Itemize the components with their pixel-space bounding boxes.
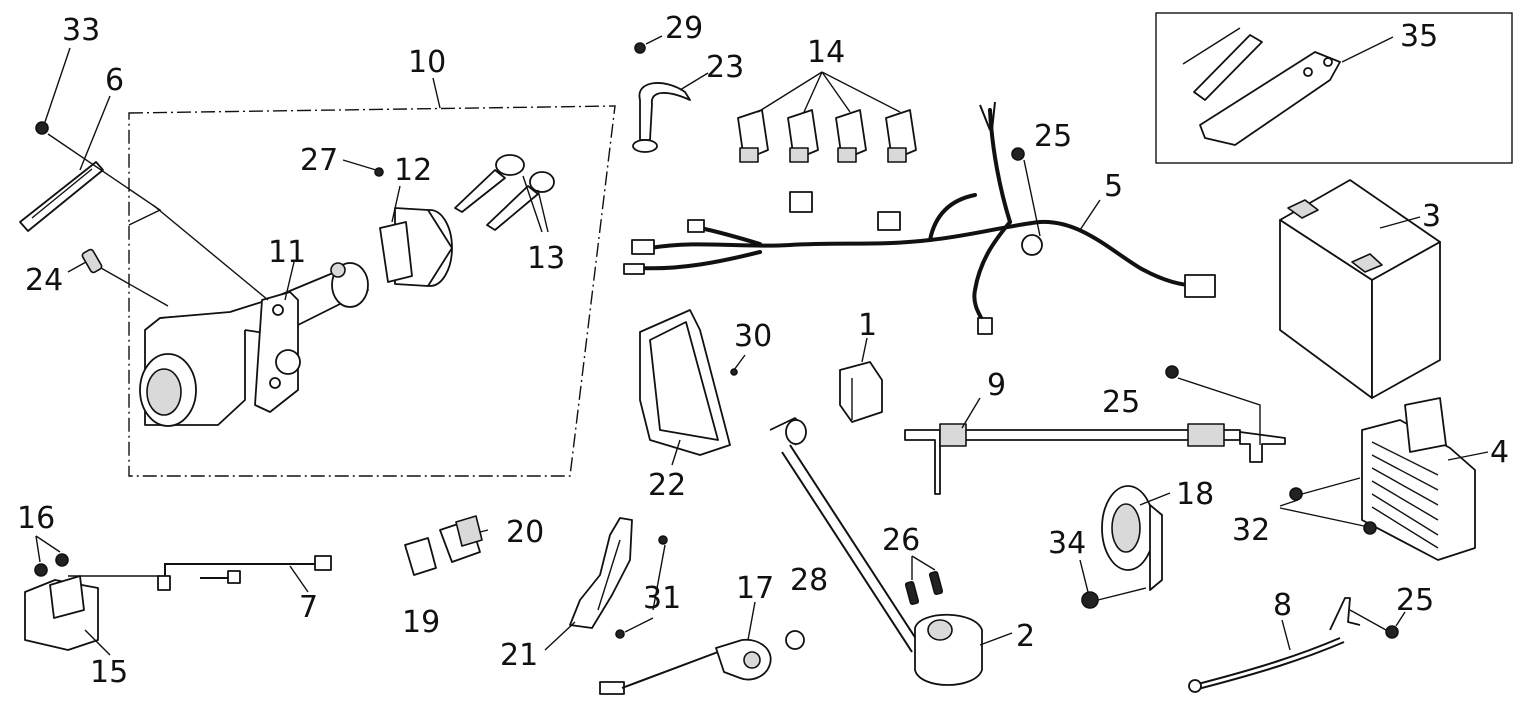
part-26-bolts [904,555,944,606]
ignition-switch-group-frame [128,77,616,477]
label-30: 30 [734,319,772,354]
part-23-hose [632,35,709,153]
label-20: 20 [506,515,544,550]
part-32-bolts [1279,477,1377,535]
part-5-wiring-harness [623,101,1216,335]
part-24-bolt [67,248,169,307]
part-25-bolt-middle [1165,365,1261,445]
part-35-tool-kit [1155,12,1513,164]
part-6-strap [19,95,111,232]
part-14-connectors [737,71,917,163]
label-8: 8 [1273,588,1292,623]
label-5: 5 [1104,169,1123,204]
part-18-horn [1101,485,1171,591]
label-9: 9 [987,368,1006,403]
label-22: 22 [648,468,686,503]
label-6: 6 [105,63,124,98]
label-25-upper: 25 [1034,119,1072,154]
label-29: 29 [665,11,703,46]
label-25-lower: 25 [1396,583,1434,618]
callout-labels: 33 6 10 27 12 13 11 24 29 23 14 25 5 35 … [17,11,1509,690]
label-31: 31 [643,581,681,616]
part-7-cable [68,555,332,593]
label-2: 2 [1016,619,1035,654]
part-17-sensor [599,601,805,695]
label-18: 18 [1176,477,1214,512]
label-27: 27 [300,143,338,178]
part-1-relay [839,337,883,423]
label-23: 23 [706,50,744,85]
label-11: 11 [268,235,306,270]
label-1: 1 [858,308,877,343]
label-7: 7 [299,590,318,625]
label-14: 14 [807,35,845,70]
part-13-keys [454,154,555,233]
label-21: 21 [500,638,538,673]
part-4-regulator [1361,397,1489,561]
label-33: 33 [62,13,100,48]
label-15: 15 [90,655,128,690]
part-2-ignition-coil [769,417,1013,686]
label-16: 16 [17,501,55,536]
part-9-cable [904,397,1286,495]
part-21-bracket [544,517,668,651]
label-24: 24 [25,263,63,298]
part-25-bolt-upper [1011,147,1041,237]
label-17: 17 [736,571,774,606]
label-34: 34 [1048,526,1086,561]
label-12: 12 [394,153,432,188]
part-12-cover [342,159,453,287]
label-25-middle: 25 [1102,385,1140,420]
label-13: 13 [527,241,565,276]
part-3-battery [1279,179,1441,399]
label-10: 10 [408,45,446,80]
part-19-20-connectors [404,515,489,576]
part-33-bolt [35,47,162,226]
part-34-nut [1079,559,1147,609]
label-32: 32 [1232,513,1270,548]
label-26: 26 [882,523,920,558]
part-22-cover [639,309,746,466]
label-19: 19 [402,605,440,640]
label-35: 35 [1400,19,1438,54]
part-15-ignitor [24,535,111,656]
label-28: 28 [790,563,828,598]
part-8-cable [1188,597,1406,693]
label-3: 3 [1422,199,1441,234]
part-11-ignition-switch [139,204,369,427]
label-4: 4 [1490,435,1509,470]
